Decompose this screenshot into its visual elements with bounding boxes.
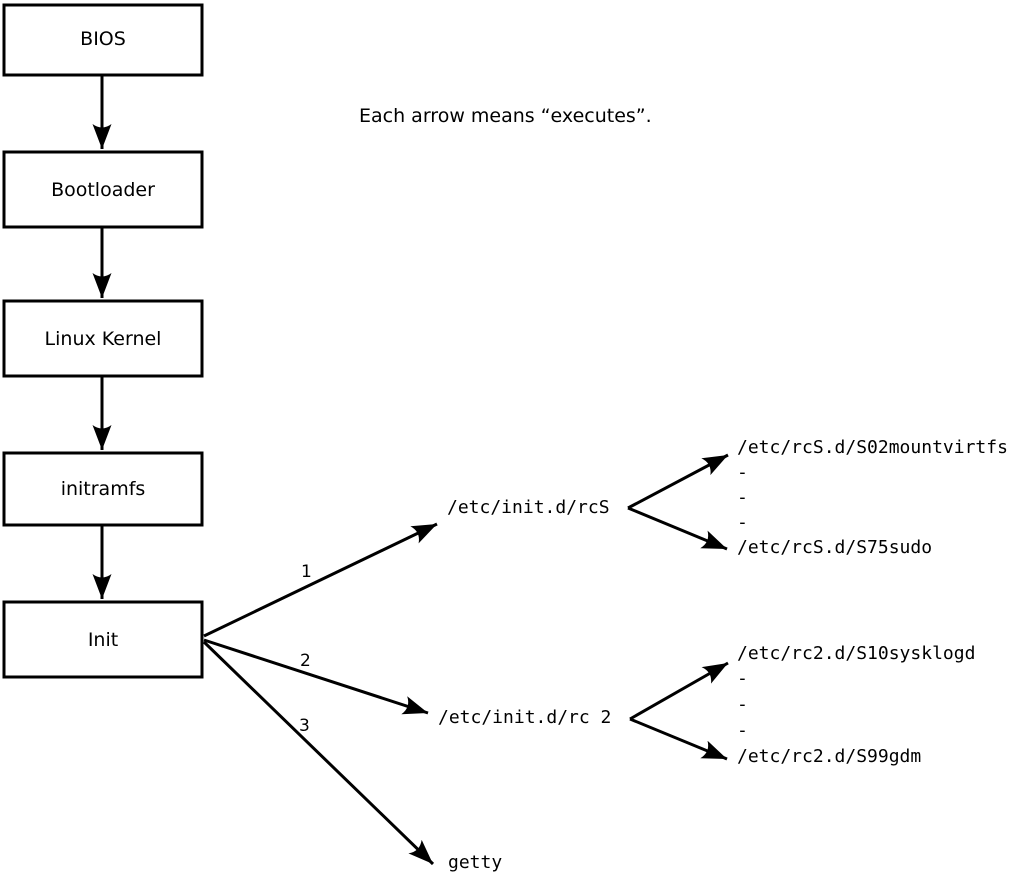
arrow-init-to-rc2 <box>203 638 429 715</box>
flow-box-init-rect <box>2 600 204 679</box>
flow-box-bootloader-label: Bootloader <box>51 179 155 201</box>
rc2-ellipsis-dash-3: - <box>737 720 748 741</box>
flow-box-initramfs: initramfs <box>2 451 204 527</box>
arrow-init-to-getty <box>202 640 435 866</box>
rcS-ellipsis-dash-3: - <box>737 512 748 533</box>
rcS-script-first: /etc/rcS.d/S02mountvirtfs <box>737 437 1008 458</box>
arrow-rc2-to-last-script <box>629 717 728 761</box>
flow-box-bios-rect <box>2 3 204 77</box>
note-text: Each arrow means “executes”. <box>359 105 652 127</box>
flow-box-bootloader: Bootloader <box>2 150 204 229</box>
arrow-rcS-to-first-script <box>627 453 729 510</box>
flow-box-bootloader-rect <box>2 150 204 229</box>
flow-box-initramfs-label: initramfs <box>61 478 146 500</box>
arrow-init-to-rcS <box>203 522 438 638</box>
target-getty-label: getty <box>448 852 502 873</box>
flow-box-linux-kernel: Linux Kernel <box>2 299 204 378</box>
flow-box-init: Init <box>2 600 204 679</box>
rc2-script-first: /etc/rc2.d/S10sysklogd <box>737 643 975 664</box>
rcS-ellipsis-dash-2: - <box>737 487 748 508</box>
flow-box-bios: BIOS <box>2 3 204 77</box>
flow-box-bios-label: BIOS <box>80 28 126 50</box>
branch-number-1: 1 <box>301 562 312 582</box>
rcS-script-last: /etc/rcS.d/S75sudo <box>737 537 932 558</box>
flow-box-init-label: Init <box>88 629 118 651</box>
arrow-rcS-to-last-script <box>627 506 728 551</box>
arrow-rc2-to-first-script <box>629 661 729 721</box>
flow-box-initramfs-rect <box>2 451 204 527</box>
target-rcS-label: /etc/init.d/rcS <box>447 497 610 518</box>
rc2-ellipsis-dash-1: - <box>737 668 748 689</box>
branch-number-2: 2 <box>300 651 311 671</box>
branch-number-3: 3 <box>299 716 310 736</box>
rc2-script-last: /etc/rc2.d/S99gdm <box>737 746 921 767</box>
flow-box-linux-kernel-rect <box>2 299 204 378</box>
rcS-ellipsis-dash-1: - <box>737 462 748 483</box>
target-rc2-label: /etc/init.d/rc 2 <box>438 707 611 728</box>
rc2-ellipsis-dash-2: - <box>737 694 748 715</box>
flow-box-linux-kernel-label: Linux Kernel <box>45 328 162 350</box>
